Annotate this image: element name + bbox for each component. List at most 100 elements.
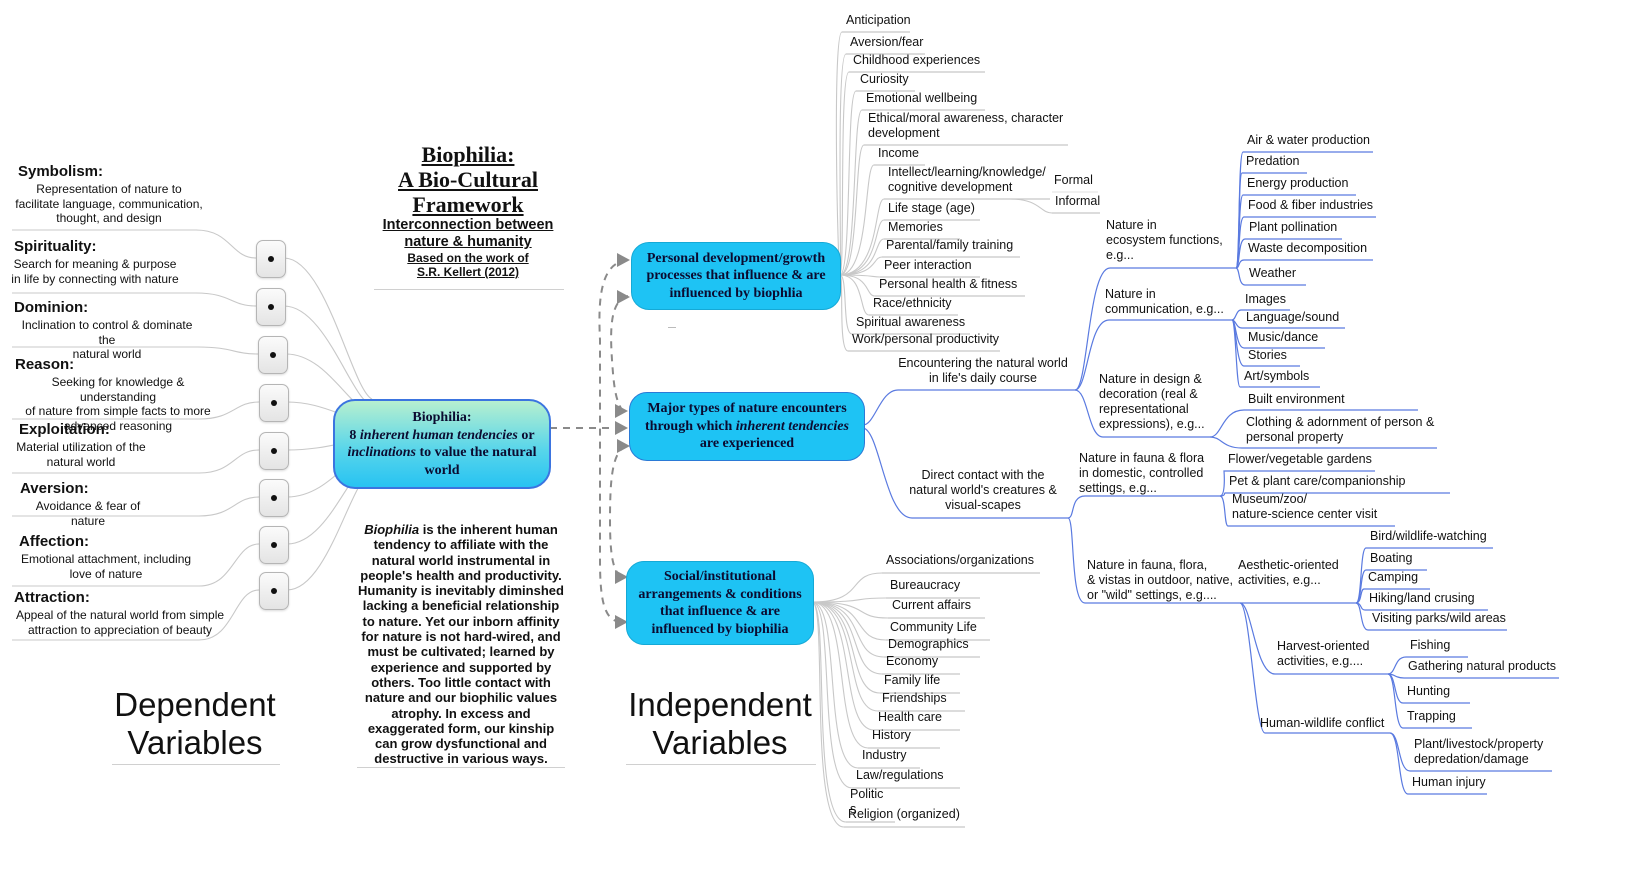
bullet-dot-icon (271, 400, 277, 406)
label-line: Museum/zoo/ (1232, 492, 1308, 506)
tendency-expand-toggle[interactable] (259, 526, 289, 564)
social-connector (811, 601, 853, 789)
dashed-arrow-outer (598, 259, 629, 623)
personal-connector (839, 274, 853, 335)
social-connector (811, 601, 879, 712)
label-line: communication, e.g... (1105, 302, 1224, 316)
tendency-connector (12, 496, 260, 517)
label-line: Images (1245, 292, 1286, 306)
label-line: Fishing (1410, 638, 1451, 652)
label-line: Associations/organizations (886, 553, 1034, 567)
description-line: Search for meaning & purpose (13, 257, 177, 271)
tendency-expand-toggle[interactable] (259, 572, 289, 610)
personal-factor-item: Personal health & fitness (879, 277, 1017, 292)
personal-connector (839, 90, 857, 276)
personal-connector (839, 274, 870, 316)
label-line: ecosystem functions, (1106, 233, 1223, 247)
label-line: cognitive development (888, 180, 1013, 194)
domestic-item: Museum/zoo/nature-science center visit (1232, 492, 1377, 522)
description-line: thought, and design (56, 211, 162, 225)
communication-item: Language/sound (1246, 310, 1339, 325)
arrowhead-icon (617, 439, 630, 453)
label-line: Economy (886, 654, 939, 668)
label-line: s (850, 802, 857, 816)
ecosystem-item: Food & fiber industries (1248, 198, 1373, 213)
label-line: Direct contact with the (921, 468, 1045, 482)
label-line: decoration (real & (1099, 387, 1198, 401)
learning-connector (1009, 198, 1053, 214)
label-line: natural world's creatures & (909, 483, 1057, 497)
text-span-italic: inherent human tendencies (359, 427, 518, 443)
subbranch-connector (1067, 517, 1240, 604)
label-line: Nature in fauna, flora, (1087, 558, 1208, 572)
center-node-biophilia[interactable]: Biophilia: 8 inherent human tendencies o… (333, 399, 551, 489)
text-span-italic: inclinations (347, 445, 416, 460)
tendency-expand-toggle[interactable] (259, 384, 289, 422)
social-factor-item: Community Life (890, 620, 977, 635)
label-line: Trapping (1407, 709, 1456, 723)
leaf-connector (1235, 259, 1373, 269)
node-line: that influence & are (660, 604, 780, 619)
label-line: Spiritual awareness (856, 315, 966, 329)
tendency-expand-toggle[interactable] (259, 432, 289, 470)
ecosystem-item: Air & water production (1247, 133, 1370, 148)
bullet-dot-icon (271, 495, 277, 501)
label-line: Bird/wildlife-watching (1370, 529, 1487, 543)
personal-connector (839, 164, 875, 276)
label-line: Hunting (1407, 684, 1451, 698)
leaf-connector (1219, 495, 1395, 527)
bullet-dot-icon (271, 448, 277, 454)
description-line: facilitate language, communication, (15, 196, 203, 211)
title-line-3: Framework (412, 192, 524, 217)
label-line: settings, e.g... (1079, 481, 1157, 495)
leaf-connector (1355, 602, 1507, 631)
label-line: Law/regulations (856, 768, 944, 782)
tendency-expand-toggle[interactable] (258, 336, 288, 374)
label-line: Nature in (1106, 218, 1157, 232)
communication-item: Stories (1248, 348, 1287, 363)
label-line: Current affairs (892, 598, 971, 612)
ecosystem-item: Predation (1246, 154, 1300, 169)
tendency-connector (12, 229, 257, 259)
label-line: & vistas in outdoor, native, (1087, 573, 1233, 587)
label-line: or "wild" settings, e.g.... (1087, 588, 1217, 602)
personal-connector (839, 71, 850, 276)
description-line: Appeal of the natural world from simple (15, 608, 225, 622)
node-social-institutional[interactable]: Social/institutional arrangements & cond… (626, 561, 814, 645)
label-line: Memories (888, 220, 943, 234)
tendency-expand-toggle[interactable] (256, 288, 286, 326)
tendency-name: Reason: (15, 356, 75, 373)
learning-type-informal: Informal (1055, 194, 1100, 209)
label-line: Language/sound (1246, 310, 1340, 324)
ecosystem-item: Energy production (1247, 176, 1348, 191)
definition-line: experience and supported by (370, 659, 552, 675)
dependent-variables-label: Dependent Variables (110, 686, 280, 762)
credit-line-1: Based on the work of (407, 251, 529, 265)
label-line: Stories (1248, 348, 1287, 362)
leaf-connector (1209, 436, 1437, 449)
independent-variables-label: Independent Variables (620, 686, 820, 762)
social-factor-item: Demographics (888, 637, 969, 652)
bullet-dot-icon (268, 304, 274, 310)
personal-factor-item: Aversion/fear (850, 35, 923, 50)
label-line: Industry (862, 748, 907, 762)
definition-line: natural world instrumental in (371, 552, 551, 568)
independent-underline (626, 764, 816, 765)
subbranch-design: Nature in design &decoration (real &repr… (1099, 372, 1205, 432)
description-line: Material utilization of the (16, 440, 146, 454)
label-line: Aversion/fear (850, 35, 924, 49)
definition-line: lacking a beneficial relationship (362, 598, 560, 614)
leaf-connector (1235, 267, 1306, 286)
label-line: Anticipation (846, 13, 911, 27)
tendency-expand-toggle[interactable] (259, 479, 289, 517)
node-nature-encounters[interactable]: Major types of nature encounters through… (629, 392, 865, 461)
label-line: Plant pollination (1249, 220, 1338, 234)
tendency-expand-toggle[interactable] (256, 240, 286, 278)
node-line: Personal development/growth (646, 250, 826, 266)
node-personal-development[interactable]: Personal development/growth processes th… (631, 242, 841, 310)
tendency-connector (12, 346, 259, 355)
communication-item: Music/dance (1248, 330, 1318, 345)
